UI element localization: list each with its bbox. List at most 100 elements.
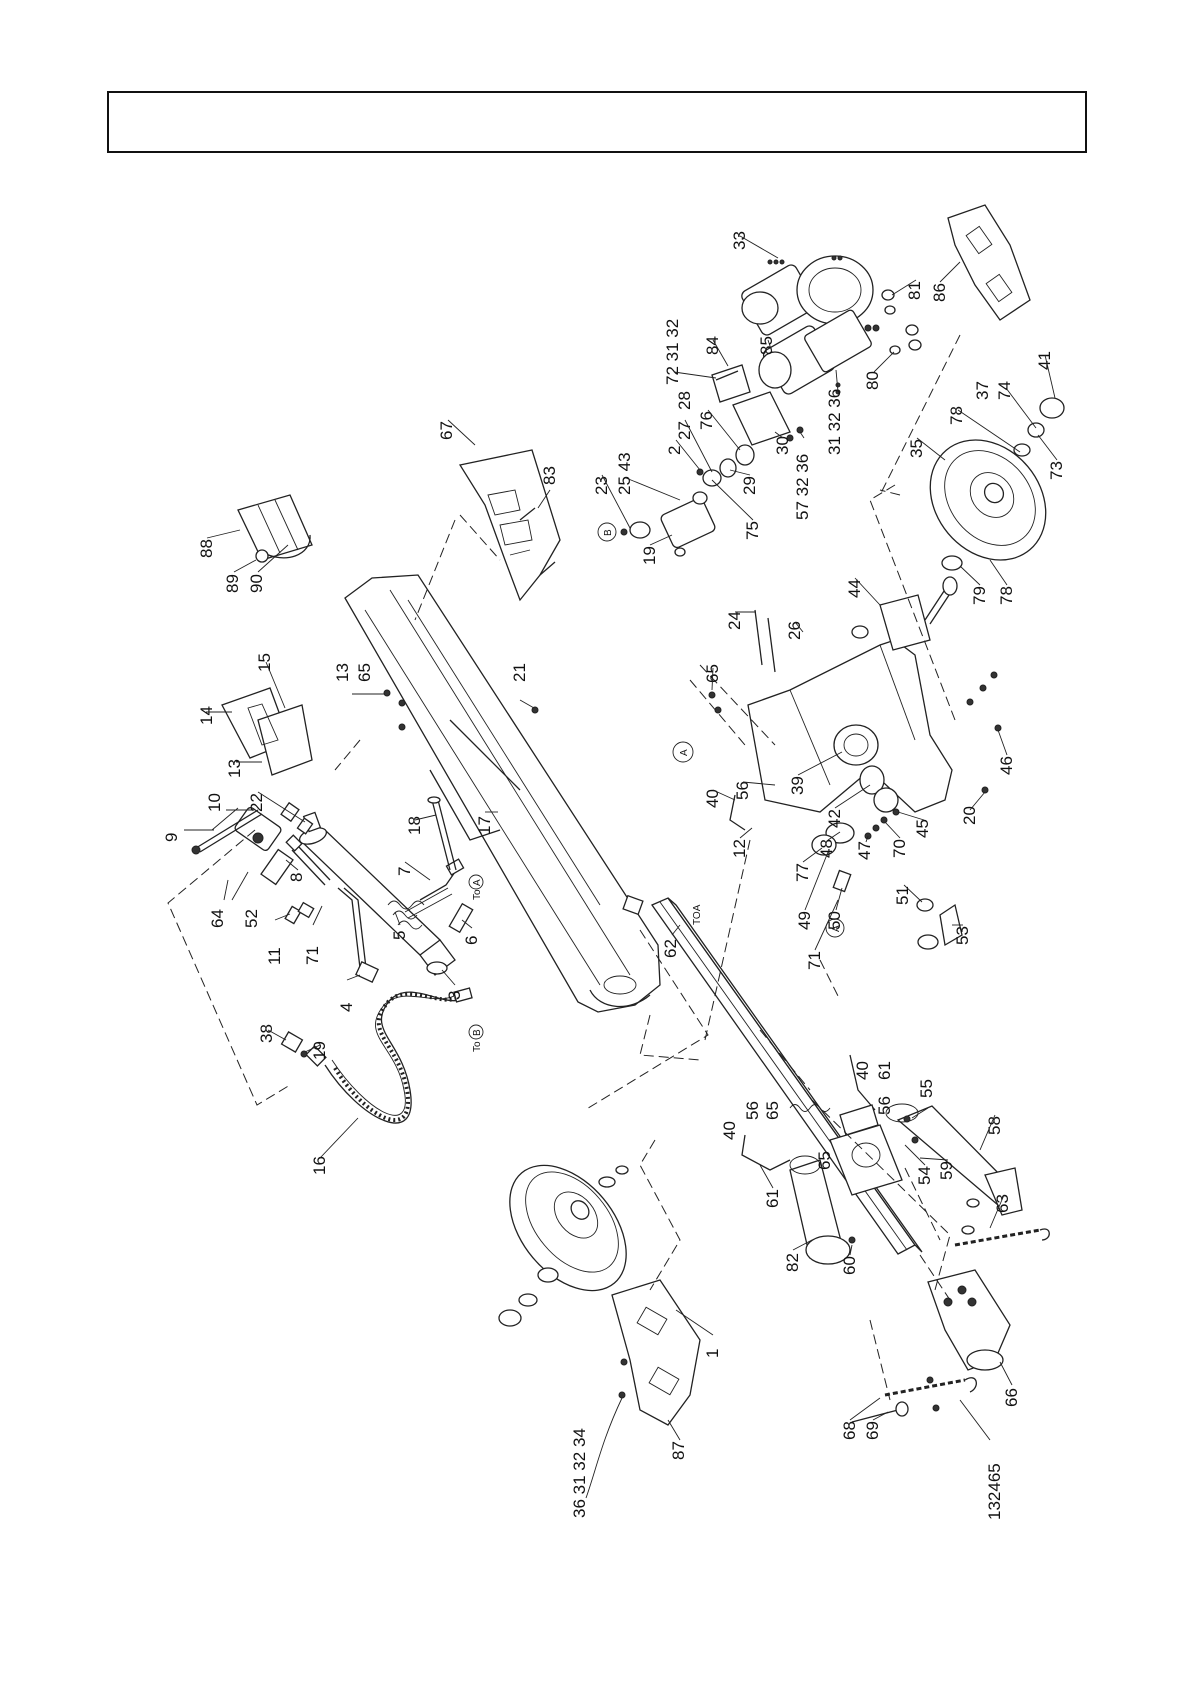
callout-40-lower: 40 (720, 1121, 739, 1140)
callout-65-lower2: 65 (815, 1151, 834, 1170)
callout-54: 54 (915, 1166, 934, 1185)
callout-78-lower: 78 (997, 586, 1016, 605)
engine-mount-part (711, 364, 804, 446)
axle-chassis-part (747, 576, 958, 813)
fitting-53-part (916, 898, 963, 950)
fitting-11-part (284, 901, 315, 925)
callout-2: 2 (665, 446, 684, 455)
callout-66: 66 (1002, 1388, 1021, 1407)
callout-74: 74 (995, 381, 1014, 400)
callout-51: 51 (893, 886, 912, 905)
fender-left-part (611, 1279, 701, 1426)
callout-labels: 9 10 52 64 8 11 71 4 3 5 6 7 18 22 13 14… (162, 231, 1066, 1520)
callout-41: 41 (1035, 351, 1054, 370)
callout-12: 12 (730, 839, 749, 858)
callout-40-upper: 40 (853, 1061, 872, 1080)
hose-7-part (404, 858, 465, 919)
callout-28: 28 (675, 391, 694, 410)
tank-82-part (789, 1155, 851, 1265)
callout-20: 20 (960, 806, 979, 825)
callout-57-32-36: 57 32 36 (793, 454, 812, 520)
callout-56-right2: 56 (733, 781, 752, 800)
beam-toa-marker: TOA (692, 904, 703, 925)
pin-18-part (427, 796, 457, 871)
wheel-right-part (929, 397, 1065, 571)
callout-24: 24 (725, 611, 744, 630)
callout-35: 35 (907, 439, 926, 458)
callout-88: 88 (197, 539, 216, 558)
callout-49: 49 (795, 911, 814, 930)
callout-19-left: 19 (310, 1041, 329, 1060)
callout-23: 23 (592, 476, 611, 495)
callout-89: 89 (223, 574, 242, 593)
hose-4-part (337, 887, 379, 984)
callout-83: 83 (540, 466, 559, 485)
pin-6-part (448, 902, 474, 934)
callout-30: 30 (773, 436, 792, 455)
callout-80: 80 (863, 371, 882, 390)
callout-8: 8 (287, 873, 306, 882)
callout-77: 77 (793, 863, 812, 882)
callout-42: 42 (825, 809, 844, 828)
to-a-label: To (472, 889, 483, 900)
callout-31-32-36: 31 32 36 (825, 389, 844, 455)
callout-64: 64 (208, 909, 227, 928)
callout-69: 69 (863, 1421, 882, 1440)
valve-part (191, 801, 314, 886)
callout-33: 33 (730, 231, 749, 250)
callout-60: 60 (840, 1256, 859, 1275)
callout-65-lower: 65 (763, 1101, 782, 1120)
fitting-50-part (832, 869, 852, 893)
handle-40-61-part (729, 794, 876, 1171)
pump-part (620, 491, 716, 557)
callout-76: 76 (697, 411, 716, 430)
callout-72-31-32: 72 31 32 (663, 319, 682, 385)
jack-stand-part (885, 1103, 1023, 1216)
pump-b-marker: B (603, 529, 614, 536)
callout-78-upper: 78 (947, 406, 966, 425)
callout-65-mid: 65 (355, 663, 374, 682)
callout-44: 44 (845, 579, 864, 598)
log-cradle-part (237, 494, 313, 563)
engine-part (741, 255, 880, 395)
callout-18: 18 (405, 816, 424, 835)
callout-56-right: 56 (875, 1096, 894, 1115)
callout-58: 58 (985, 1116, 1004, 1135)
bracket-59-part (829, 1104, 903, 1196)
callout-75: 75 (743, 521, 762, 540)
callout-29: 29 (740, 476, 759, 495)
fitting-a-marker: A (831, 925, 842, 932)
callout-70: 70 (890, 839, 909, 858)
pipe-8-part (285, 834, 331, 886)
callout-46: 46 (997, 756, 1016, 775)
callout-22: 22 (247, 793, 266, 812)
callout-13-24-65: 132465 (985, 1463, 1004, 1520)
log-rail-part (344, 574, 661, 1013)
callout-40-right: 40 (703, 789, 722, 808)
fitting-38-part (280, 1031, 308, 1058)
callout-85: 85 (757, 336, 776, 355)
callout-82: 82 (783, 1253, 802, 1272)
callout-5: 5 (390, 931, 409, 940)
callout-56-lower: 56 (743, 1101, 762, 1120)
callout-11: 11 (265, 947, 284, 965)
callout-27: 27 (675, 421, 694, 440)
title-box (107, 91, 1087, 153)
callout-59: 59 (937, 1161, 956, 1180)
callout-48: 48 (817, 839, 836, 858)
callout-6: 6 (462, 936, 481, 945)
callout-84: 84 (703, 336, 722, 355)
assembly-lines (167, 334, 961, 1401)
callout-61-right: 61 (875, 1061, 894, 1080)
bolts-part (383, 507, 1002, 1412)
callout-47: 47 (855, 841, 874, 860)
callout-90: 90 (247, 574, 266, 593)
callout-4: 4 (337, 1003, 356, 1012)
fender-right-part (947, 204, 1031, 321)
callout-19-right: 19 (640, 546, 659, 565)
callout-13-left: 13 (225, 759, 244, 778)
callout-38: 38 (257, 1024, 276, 1043)
callout-53: 53 (953, 926, 972, 945)
bolt-69-part (851, 1401, 909, 1423)
